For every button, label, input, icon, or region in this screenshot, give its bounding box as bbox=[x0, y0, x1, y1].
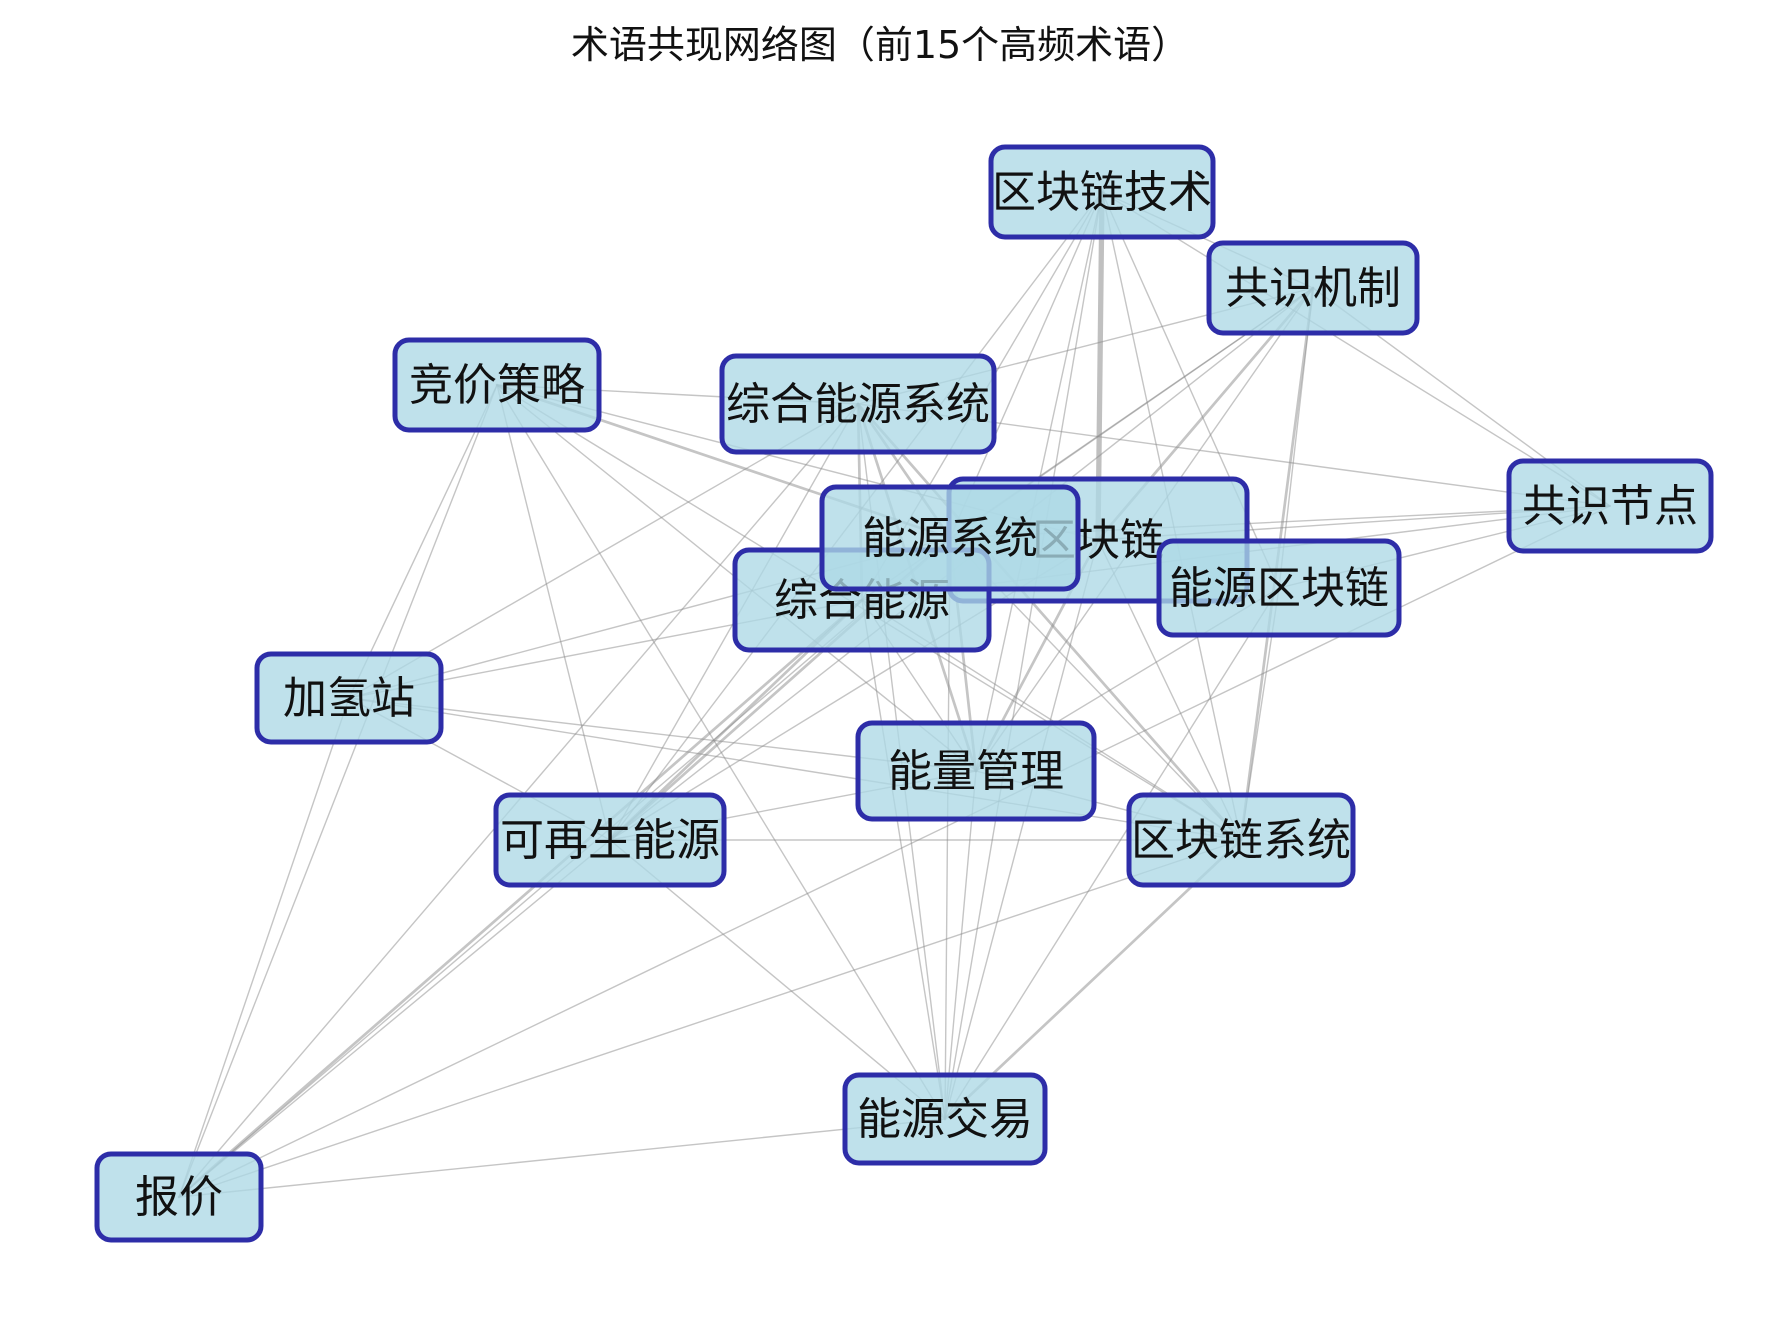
node-label: 加氢站 bbox=[283, 673, 415, 724]
edge-blockchain_system-quote bbox=[178, 839, 1242, 1198]
edge-integrated_energy-quote bbox=[177, 598, 864, 1199]
edge-hydrogen-quote bbox=[178, 697, 350, 1198]
node-hydrogen: 加氢站 bbox=[254, 651, 444, 745]
node-layer: 报价 能源交易 可再生能源 区块链系统 能量管理 加氢站 共识节点 竞价策略 综合能源系统 区块链… bbox=[94, 144, 1714, 1243]
node-ies: 综合能源系统 bbox=[719, 353, 997, 455]
node-consensus-mech: 共识机制 bbox=[1206, 240, 1420, 336]
node-label: 可再生能源 bbox=[500, 815, 720, 866]
edge-energy_mgmt-energy_trading bbox=[944, 770, 977, 1120]
node-label: 报价 bbox=[135, 1172, 223, 1223]
node-label: 能量管理 bbox=[888, 746, 1064, 797]
node-box bbox=[988, 144, 1216, 240]
node-energy-blockchain: 能源区块链 bbox=[1156, 538, 1402, 638]
node-box bbox=[254, 651, 444, 745]
node-label: 共识机制 bbox=[1225, 263, 1401, 314]
node-blockchain-tech: 区块链技术 bbox=[988, 144, 1216, 240]
edge-blockchain_tech-energy_trading bbox=[944, 191, 1103, 1120]
node-box bbox=[719, 353, 997, 455]
node-box bbox=[493, 792, 727, 888]
edge-hydrogen-blockchain_system bbox=[348, 697, 1242, 841]
node-renewable: 可再生能源 bbox=[493, 792, 727, 888]
node-energy-trading: 能源交易 bbox=[842, 1072, 1048, 1166]
node-box bbox=[842, 1072, 1048, 1166]
node-box bbox=[94, 1151, 264, 1243]
edge-energy_trading-quote bbox=[178, 1118, 946, 1198]
node-box bbox=[1156, 538, 1402, 638]
node-box bbox=[1206, 240, 1420, 336]
edge-ies-blockchain_system bbox=[856, 402, 1243, 842]
node-blockchain-system: 区块链系统 bbox=[1126, 792, 1356, 888]
node-box bbox=[1126, 792, 1356, 888]
node-label: 综合能源系统 bbox=[726, 379, 990, 430]
node-box bbox=[819, 484, 1081, 592]
edge-energy_blockchain-energy_trading bbox=[944, 587, 1280, 1120]
edge-integrated_energy-energy_trading bbox=[861, 599, 946, 1120]
chart-title: 术语共现网络图（前15个高频术语） bbox=[571, 23, 1189, 67]
node-label: 区块链系统 bbox=[1131, 815, 1351, 866]
node-label: 能源交易 bbox=[857, 1094, 1033, 1145]
node-bidding: 竞价策略 bbox=[392, 337, 602, 433]
node-consensus-node: 共识节点 bbox=[1506, 458, 1714, 554]
node-label: 共识节点 bbox=[1522, 481, 1698, 532]
node-label: 区块链技术 bbox=[992, 167, 1212, 218]
edge-renewable-quote bbox=[178, 839, 611, 1198]
node-box bbox=[1506, 458, 1714, 554]
node-energy-mgmt: 能量管理 bbox=[855, 720, 1097, 822]
node-box bbox=[392, 337, 602, 433]
edge-bidding-energy_trading bbox=[496, 384, 946, 1120]
edge-bidding-quote bbox=[178, 384, 498, 1198]
node-label: 能源区块链 bbox=[1169, 563, 1389, 614]
node-box bbox=[855, 720, 1097, 822]
node-label: 竞价策略 bbox=[409, 360, 585, 411]
edge-blockchain_tech-consensus_node bbox=[1101, 191, 1611, 507]
node-label: 能源系统 bbox=[862, 513, 1038, 564]
edge-bidding-renewable bbox=[496, 384, 611, 841]
node-quote: 报价 bbox=[94, 1151, 264, 1243]
edge-blockchain-energy_trading bbox=[944, 539, 1099, 1120]
edge-bidding-hydrogen bbox=[348, 384, 498, 699]
node-energy-system: 能源系统 bbox=[819, 484, 1081, 592]
